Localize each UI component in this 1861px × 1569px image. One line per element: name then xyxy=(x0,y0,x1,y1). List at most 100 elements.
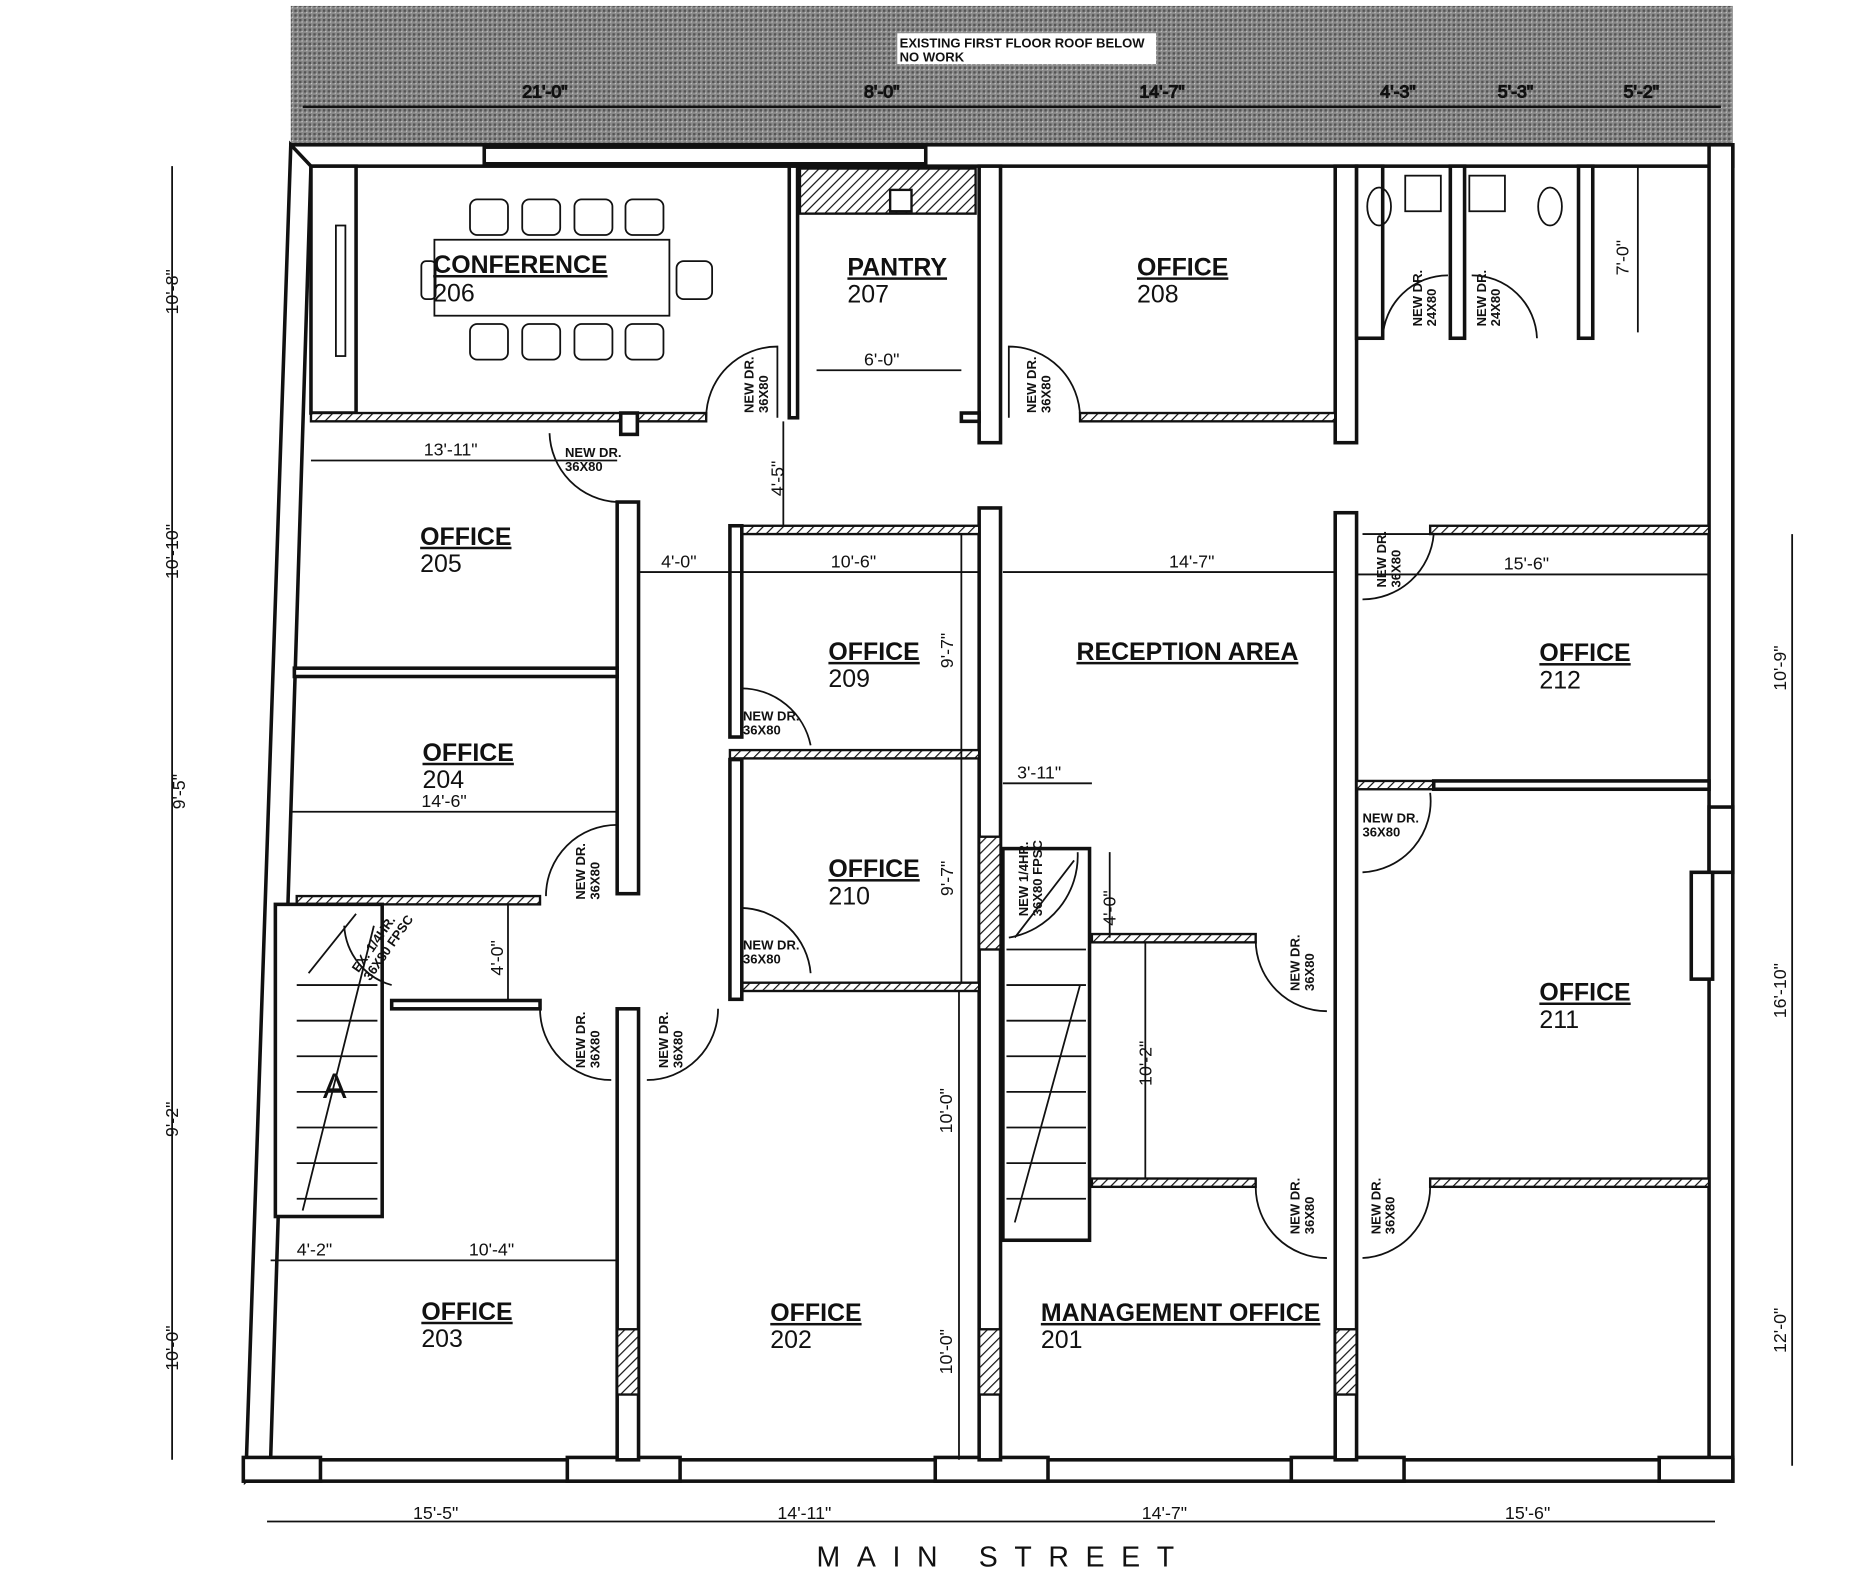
svg-text:208: 208 xyxy=(1137,281,1179,309)
svg-text:204: 204 xyxy=(423,766,465,794)
stair-a: A xyxy=(273,902,384,1219)
door-label: NEW DR.36X80 xyxy=(1363,810,1420,839)
svg-text:OFFICE: OFFICE xyxy=(770,1299,861,1327)
svg-text:NEW DR.: NEW DR. xyxy=(1024,356,1039,413)
dim-top-3: 14'-7" xyxy=(1139,81,1184,101)
dim-top-4: 4'-3" xyxy=(1380,81,1415,101)
door-label: NEW DR.36X80 xyxy=(565,445,622,474)
svg-text:RECEPTION AREA: RECEPTION AREA xyxy=(1076,638,1298,666)
svg-text:CONFERENCE: CONFERENCE xyxy=(433,251,607,279)
svg-text:OFFICE: OFFICE xyxy=(1539,639,1630,667)
dim-top-2: 8'-0" xyxy=(864,81,899,101)
svg-text:OFFICE: OFFICE xyxy=(420,523,511,551)
dim-interior: 6'-0" xyxy=(864,350,899,370)
svg-text:202: 202 xyxy=(770,1326,812,1354)
door-swings xyxy=(343,274,1538,1259)
dim-interior: 13'-11" xyxy=(424,440,478,460)
conference-table xyxy=(335,198,714,361)
svg-text:36X80: 36X80 xyxy=(743,952,781,967)
door-label: NEW DR.36X80 xyxy=(743,937,800,966)
dim-interior: 4'-0" xyxy=(487,940,507,975)
svg-text:NEW DR.: NEW DR. xyxy=(1363,810,1420,825)
svg-text:206: 206 xyxy=(433,279,475,307)
svg-text:NEW DR.: NEW DR. xyxy=(1368,1178,1383,1235)
dim-bottom-1: 15'-5" xyxy=(413,1503,458,1523)
stair-b xyxy=(1001,846,1092,1243)
dim-bottom-4: 15'-6" xyxy=(1505,1503,1550,1523)
dim-left-3: 9'-5" xyxy=(169,774,189,809)
dim-interior: 14'-6" xyxy=(421,791,466,811)
svg-text:NEW DR.: NEW DR. xyxy=(573,1012,588,1069)
svg-text:NEW DR.: NEW DR. xyxy=(1374,531,1389,588)
svg-text:36X80: 36X80 xyxy=(743,723,781,738)
svg-text:36X80: 36X80 xyxy=(565,459,603,474)
svg-text:OFFICE: OFFICE xyxy=(1137,253,1228,281)
svg-text:207: 207 xyxy=(847,281,889,309)
svg-text:36X80: 36X80 xyxy=(1388,550,1403,588)
dim-right-3: 12'-0" xyxy=(1770,1308,1790,1353)
dim-interior: 9'-7" xyxy=(937,861,957,896)
dim-interior: 10'-0" xyxy=(936,1329,956,1374)
street-label: MAIN STREET xyxy=(817,1542,1191,1569)
dim-interior: 9'-7" xyxy=(937,633,957,668)
svg-text:24X80: 24X80 xyxy=(1488,289,1503,327)
svg-text:NEW DR.: NEW DR. xyxy=(742,356,757,413)
svg-text:36X80: 36X80 xyxy=(756,375,771,413)
dim-interior: 3'-11" xyxy=(1017,763,1061,783)
interior-walls xyxy=(292,164,1735,1462)
svg-text:NEW DR.: NEW DR. xyxy=(565,445,622,460)
dim-interior: 14'-7" xyxy=(1169,551,1214,571)
door-label: NEW DR.36X80 xyxy=(1374,531,1403,588)
svg-text:NEW 1/4HR.: NEW 1/4HR. xyxy=(1016,842,1031,917)
dim-right-2: 16'-10" xyxy=(1770,963,1790,1018)
svg-text:NEW DR.: NEW DR. xyxy=(656,1012,671,1069)
dimension-labels: 10'-8" 10'-10" 9'-5" 9'-2" 10'-0" 10'-9"… xyxy=(162,240,1790,1523)
svg-text:36X80: 36X80 xyxy=(1038,375,1053,413)
roof-note: EXISTING FIRST FLOOR ROOF BELOW xyxy=(900,35,1146,50)
svg-text:NEW DR.: NEW DR. xyxy=(1288,934,1303,991)
svg-text:NEW DR.: NEW DR. xyxy=(1474,270,1489,327)
svg-text:OFFICE: OFFICE xyxy=(1539,979,1630,1007)
dim-interior: 15'-6" xyxy=(1504,554,1549,574)
door-label: NEW DR.24X80 xyxy=(1410,270,1439,327)
dim-interior: 4'-0" xyxy=(1100,890,1120,925)
dim-interior: 10'-4" xyxy=(469,1240,514,1260)
dim-left-4: 9'-2" xyxy=(162,1102,182,1137)
svg-text:36X80: 36X80 xyxy=(1363,825,1401,840)
dim-top-1: 21'-0" xyxy=(522,81,567,101)
door-label: NEW DR.36X80 xyxy=(1288,1178,1317,1235)
svg-text:36X80: 36X80 xyxy=(1383,1197,1398,1235)
svg-text:201: 201 xyxy=(1041,1326,1083,1354)
svg-text:210: 210 xyxy=(828,882,870,910)
svg-text:36X80: 36X80 xyxy=(587,1030,602,1068)
svg-text:NEW DR.: NEW DR. xyxy=(1288,1178,1303,1235)
dim-left-5: 10'-0" xyxy=(162,1325,182,1370)
svg-text:211: 211 xyxy=(1539,1006,1579,1034)
svg-text:36X80 FPSC: 36X80 FPSC xyxy=(1030,840,1045,917)
dim-interior: 4'-0" xyxy=(661,551,696,571)
svg-text:203: 203 xyxy=(421,1325,463,1353)
door-label: NEW DR.36X80 xyxy=(573,1012,602,1069)
door-label: NEW DR.36X80 xyxy=(743,708,800,737)
room-reception-area: RECEPTION AREA xyxy=(1076,638,1298,666)
svg-text:NEW DR.: NEW DR. xyxy=(743,937,800,952)
dim-left-1: 10'-8" xyxy=(162,269,182,314)
door-label: NEW DR.24X80 xyxy=(1474,270,1503,327)
svg-text:24X80: 24X80 xyxy=(1424,289,1439,327)
door-label-fire: NEW 1/4HR.36X80 FPSC xyxy=(1016,840,1045,917)
dim-bottom-3: 14'-7" xyxy=(1142,1503,1187,1523)
svg-text:36X80: 36X80 xyxy=(587,862,602,900)
door-label: NEW DR.36X80 xyxy=(1288,934,1317,991)
svg-text:36X80: 36X80 xyxy=(670,1030,685,1068)
